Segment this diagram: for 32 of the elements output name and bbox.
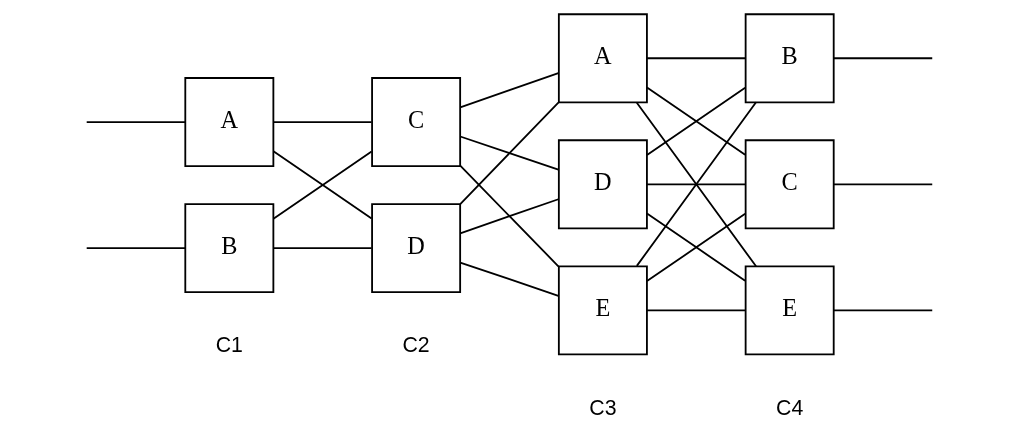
connector — [459, 135, 560, 171]
connector — [85, 247, 186, 249]
connector — [459, 164, 560, 268]
connector — [272, 247, 373, 249]
connector — [272, 150, 373, 220]
label: C3 — [589, 395, 617, 420]
node-box: B — [744, 13, 835, 104]
connector — [646, 183, 747, 186]
node-box: A — [184, 77, 275, 167]
connector — [833, 183, 934, 186]
connector — [272, 121, 373, 123]
node-box: D — [557, 139, 648, 230]
connector — [459, 261, 560, 297]
label: C2 — [402, 333, 430, 358]
connector — [459, 101, 560, 205]
connector — [833, 57, 934, 60]
node-box: E — [744, 265, 835, 356]
connector — [85, 121, 186, 123]
node-box: C — [371, 77, 462, 167]
connector — [646, 86, 747, 156]
node-box: B — [184, 203, 275, 294]
node-box: D — [371, 203, 462, 294]
node-box: E — [557, 265, 648, 356]
label: C1 — [215, 333, 243, 358]
connector — [833, 309, 934, 312]
node-box: C — [744, 139, 835, 230]
connector — [646, 309, 747, 312]
connector — [459, 198, 560, 235]
connector — [646, 57, 747, 60]
node-box: A — [557, 13, 648, 104]
label: C4 — [776, 395, 804, 420]
connector — [459, 72, 560, 109]
